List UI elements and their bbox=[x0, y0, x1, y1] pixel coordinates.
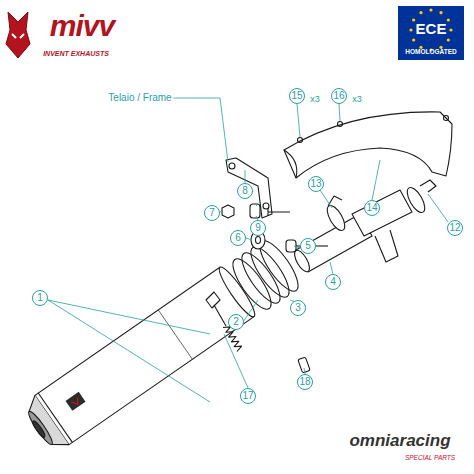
coil-loop bbox=[236, 248, 287, 309]
callout-number: 7 bbox=[204, 205, 220, 221]
logo-icon bbox=[6, 12, 30, 58]
callout-number: 2 bbox=[228, 314, 244, 330]
star bbox=[419, 11, 422, 14]
clamp bbox=[324, 203, 348, 233]
star bbox=[449, 28, 452, 31]
spring-pin bbox=[298, 357, 310, 373]
star bbox=[429, 8, 432, 11]
eu-stars bbox=[409, 8, 452, 51]
brand-name: omniaracing bbox=[349, 432, 450, 449]
quantity-label: x3 bbox=[309, 95, 321, 104]
heat-shield bbox=[284, 112, 452, 178]
callout-number: 17 bbox=[240, 388, 256, 404]
rubber-mount bbox=[250, 204, 260, 218]
spring-wire bbox=[214, 305, 226, 326]
star bbox=[447, 18, 450, 21]
nut bbox=[222, 205, 234, 218]
callout-number: 12 bbox=[447, 220, 463, 236]
brand-tagline: SPECIAL PARTS bbox=[405, 455, 455, 462]
callout-number: 9 bbox=[250, 220, 266, 236]
logo-eyes bbox=[12, 34, 24, 38]
badge-text: ECE bbox=[416, 21, 447, 36]
muffler bbox=[20, 264, 259, 455]
callout-number: 18 bbox=[297, 374, 313, 390]
callout-number: 13 bbox=[308, 176, 324, 192]
quantity-label: x3 bbox=[351, 95, 363, 104]
coil-loop bbox=[227, 254, 278, 315]
clamp bbox=[404, 185, 428, 215]
callout-number: 8 bbox=[237, 183, 253, 199]
logo-tagline: INVENT EXHAUSTS bbox=[43, 50, 109, 57]
callout-number: 1 bbox=[32, 290, 48, 306]
spring bbox=[223, 327, 242, 352]
logo-text: mivv bbox=[50, 11, 114, 41]
badge-subtext: HOMOLOGATED bbox=[405, 49, 457, 56]
pipe-tab bbox=[375, 230, 398, 262]
part-label: Telaio / Frame bbox=[106, 93, 173, 103]
callout-number: 15 bbox=[289, 88, 305, 104]
callout-number: 16 bbox=[331, 88, 347, 104]
callout-number: 3 bbox=[290, 300, 306, 316]
star bbox=[447, 38, 450, 41]
star bbox=[412, 38, 415, 41]
hook bbox=[206, 292, 220, 308]
leader-lines bbox=[48, 98, 448, 402]
ece-badge bbox=[398, 6, 464, 60]
callout-number: 4 bbox=[325, 274, 341, 290]
star bbox=[412, 18, 415, 21]
callout-number: 6 bbox=[230, 230, 246, 246]
callout-number: 5 bbox=[300, 238, 316, 254]
star bbox=[409, 28, 412, 31]
callout-number: 14 bbox=[364, 200, 380, 216]
star bbox=[439, 11, 442, 14]
